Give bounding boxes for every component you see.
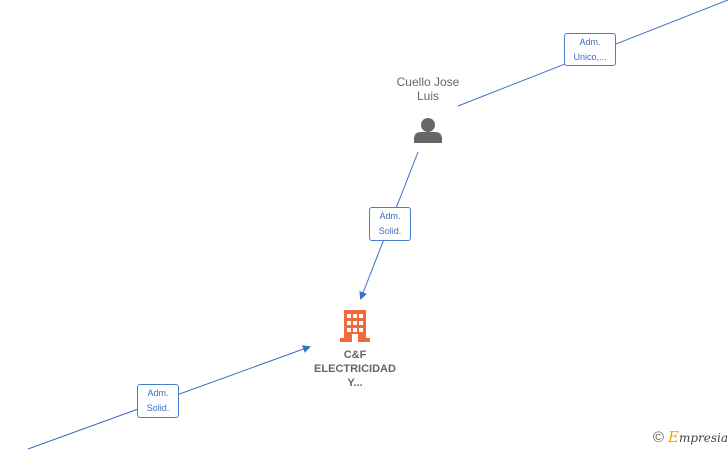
- edge-label-adm-unico[interactable]: Adm. Unico,...: [564, 33, 616, 66]
- company-name[interactable]: C&F ELECTRICIDAD Y...: [300, 348, 410, 390]
- edge-label-line2: Solid.: [146, 403, 170, 413]
- person-name[interactable]: Cuello Jose Luis: [378, 75, 478, 103]
- person-name-line2: Luis: [416, 89, 439, 103]
- building-icon[interactable]: [340, 310, 370, 342]
- empresia-watermark: ©Empresia: [653, 428, 728, 446]
- edge-label-line1: Adm.: [379, 211, 401, 221]
- copyright-symbol: ©: [652, 429, 664, 446]
- brand-name: mpresia: [678, 431, 728, 445]
- brand-initial: E: [667, 428, 679, 446]
- person-icon[interactable]: [414, 118, 442, 143]
- company-name-line3: Y...: [347, 377, 363, 389]
- edge-label-line2: Unico,...: [573, 52, 607, 62]
- edge-label-adm-solid-bottom[interactable]: Adm. Solid.: [137, 384, 179, 418]
- person-name-line1: Cuello Jose: [396, 75, 460, 89]
- company-name-line2: ELECTRICIDAD: [314, 363, 396, 375]
- edge-label-adm-solid-middle[interactable]: Adm. Solid.: [369, 207, 411, 241]
- edge-label-line2: Solid.: [378, 226, 402, 236]
- edge-label-line1: Adm.: [579, 37, 601, 47]
- company-name-line1: C&F: [343, 349, 367, 361]
- edge-label-line1: Adm.: [147, 388, 169, 398]
